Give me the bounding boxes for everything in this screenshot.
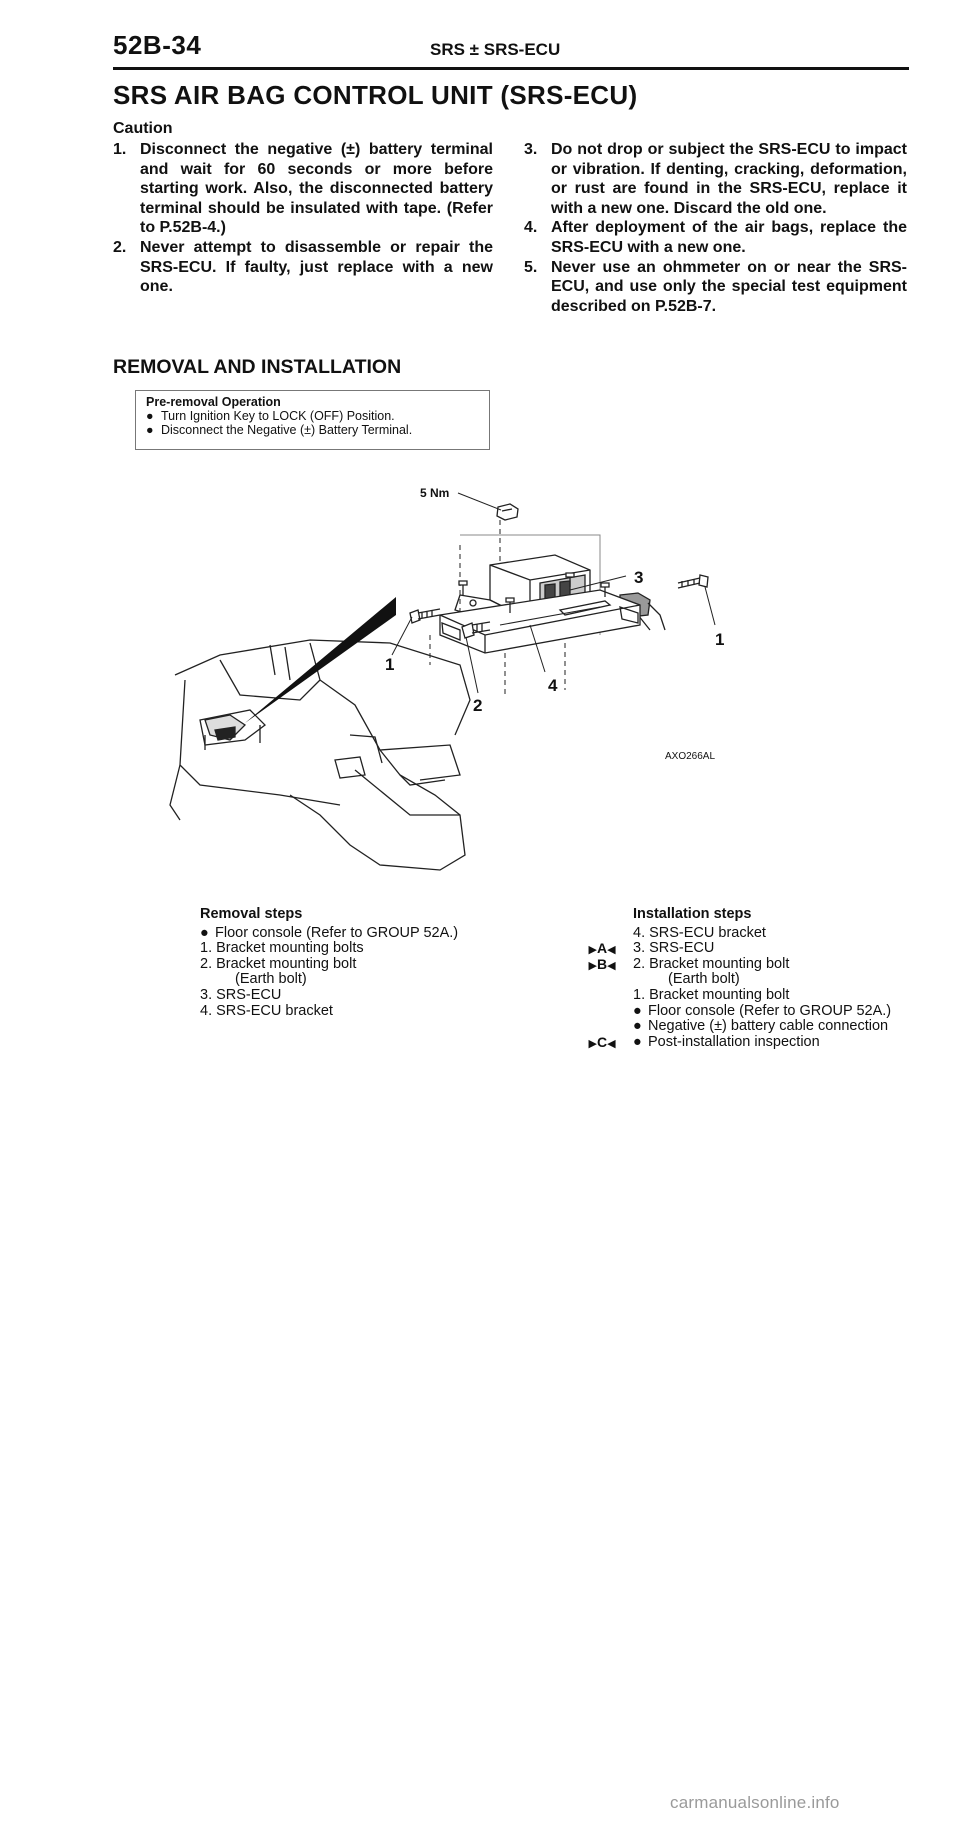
caution-list-left: 1. Disconnect the negative (±) battery t… bbox=[113, 140, 493, 297]
pre-removal-item: ● Turn Ignition Key to LOCK (OFF) Positi… bbox=[146, 409, 479, 423]
page-number: 52B-34 bbox=[113, 30, 202, 60]
bullet-icon: ● bbox=[633, 1018, 642, 1035]
caution-item-text: After deployment of the air bags, replac… bbox=[551, 219, 907, 256]
pre-removal-box: Pre-removal Operation ● Turn Ignition Ke… bbox=[135, 390, 490, 450]
pre-removal-title: Pre-removal Operation bbox=[146, 395, 281, 409]
step-text: 2. Bracket mounting bolt bbox=[633, 955, 790, 972]
pre-removal-item: ● Disconnect the Negative (±) Battery Te… bbox=[146, 423, 479, 437]
floor-console-illustration bbox=[169, 639, 471, 871]
caution-item-text: Never attempt to disassemble or repair t… bbox=[140, 238, 493, 296]
step-item: 4. SRS-ECU bracket bbox=[200, 1002, 500, 1020]
caution-item-number: 5. bbox=[524, 258, 538, 276]
caution-item-number: 1. bbox=[113, 141, 127, 158]
triangle-right-icon: ▶ bbox=[588, 1037, 597, 1050]
installation-steps: Installation steps 4. SRS-ECU bracket ▶A… bbox=[588, 906, 933, 1051]
caution-item: 1. Disconnect the negative (±) battery t… bbox=[113, 140, 493, 238]
page-title: SRS AIR BAG CONTROL UNIT (SRS-ECU) bbox=[113, 80, 638, 110]
triangle-left-icon: ◀ bbox=[607, 944, 616, 957]
callout-label: 1 bbox=[385, 655, 394, 674]
nut-icon bbox=[496, 503, 519, 521]
torque-label: 5 Nm bbox=[420, 486, 449, 500]
bolt-icon bbox=[458, 572, 610, 613]
caution-label: Caution bbox=[113, 120, 173, 137]
watermark: carmanualsonline.info bbox=[670, 1793, 840, 1812]
step-item: ● Floor console (Refer to GROUP 52A.) bbox=[633, 1002, 933, 1020]
callout-label: 4 bbox=[548, 676, 558, 695]
step-item: ▶C◀ ● Post-installation inspection bbox=[588, 1033, 933, 1051]
step-item: 3. SRS-ECU bbox=[200, 986, 500, 1004]
caution-item-number: 2. bbox=[113, 238, 127, 256]
caution-item: 2. Never attempt to disassemble or repai… bbox=[113, 238, 493, 297]
bullet-icon: ● bbox=[146, 409, 154, 423]
step-item: ● Floor console (Refer to GROUP 52A.) bbox=[200, 924, 500, 942]
triangle-left-icon: ◀ bbox=[607, 1037, 616, 1050]
step-text: 4. SRS-ECU bracket bbox=[200, 1002, 333, 1019]
step-text: 1. Bracket mounting bolt bbox=[633, 986, 790, 1003]
caution-item-text: Do not drop or subject the SRS-ECU to im… bbox=[551, 141, 907, 217]
header-divider bbox=[113, 67, 909, 70]
caution-item-number: 3. bbox=[524, 141, 538, 158]
srs-ecu-bracket bbox=[439, 589, 641, 654]
step-text: (Earth bolt) bbox=[235, 971, 307, 988]
figure-code: AXO266AL bbox=[665, 751, 715, 762]
bolt-icon bbox=[409, 608, 441, 624]
caution-item: 4. After deployment of the air bags, rep… bbox=[524, 218, 907, 257]
callout-label: 2 bbox=[473, 696, 482, 715]
step-text: (Earth bolt) bbox=[668, 971, 740, 988]
leader-lines bbox=[391, 492, 716, 694]
step-text: Floor console (Refer to GROUP 52A.) bbox=[215, 924, 459, 941]
location-pointer bbox=[245, 597, 396, 723]
section-heading: REMOVAL AND INSTALLATION bbox=[113, 356, 402, 378]
pre-removal-item-text: Turn Ignition Key to LOCK (OFF) Position… bbox=[161, 409, 395, 423]
procedure-mark: ▶C◀ bbox=[588, 1033, 616, 1050]
callout-label: 1 bbox=[715, 630, 724, 649]
callout-label: 3 bbox=[634, 568, 643, 587]
step-text: 3. SRS-ECU bbox=[200, 986, 282, 1003]
step-text: 1. Bracket mounting bolts bbox=[200, 940, 364, 957]
step-item: ▶A◀ 3. SRS-ECU bbox=[588, 940, 933, 957]
bolt-icon bbox=[677, 574, 709, 589]
step-text: Post-installation inspection bbox=[648, 1033, 820, 1050]
step-item: (Earth bolt) bbox=[633, 972, 933, 988]
step-text: 3. SRS-ECU bbox=[633, 940, 715, 957]
step-item: (Earth bolt) bbox=[200, 972, 500, 988]
caution-item-text: Never use an ohmmeter on or near the SRS… bbox=[551, 258, 907, 315]
bullet-icon: ● bbox=[633, 1002, 642, 1019]
caution-item-text: Disconnect the negative (±) battery term… bbox=[140, 141, 493, 237]
step-item: ● Negative (±) battery cable connection bbox=[633, 1019, 933, 1035]
step-item: 2. Bracket mounting bolt bbox=[200, 955, 500, 973]
bolt-icon bbox=[461, 621, 491, 639]
step-text: 2. Bracket mounting bolt bbox=[200, 955, 357, 972]
triangle-right-icon: ▶ bbox=[588, 959, 597, 972]
step-item: ▶B◀ 2. Bracket mounting bolt bbox=[588, 955, 933, 973]
bullet-icon: ● bbox=[146, 423, 154, 437]
srs-ecu-diagram: 5 Nm 3 1 1 2 4 AXO266AL bbox=[169, 486, 724, 871]
removal-steps: Removal steps ● Floor console (Refer to G… bbox=[200, 906, 500, 1020]
installation-steps-title: Installation steps bbox=[633, 906, 752, 922]
triangle-left-icon: ◀ bbox=[607, 959, 616, 972]
step-text: Negative (±) battery cable connection bbox=[648, 1018, 889, 1035]
step-item: 1. Bracket mounting bolts bbox=[200, 941, 500, 957]
caution-list-right: 3. Do not drop or subject the SRS-ECU to… bbox=[524, 140, 907, 316]
bullet-icon: ● bbox=[633, 1033, 642, 1050]
triangle-right-icon: ▶ bbox=[588, 944, 597, 957]
caution-item-number: 4. bbox=[524, 219, 538, 237]
step-item: 4. SRS-ECU bracket bbox=[633, 924, 933, 942]
step-text: 4. SRS-ECU bracket bbox=[633, 924, 766, 941]
procedure-mark: ▶A◀ bbox=[588, 940, 616, 957]
bullet-icon: ● bbox=[200, 924, 209, 941]
caution-item: 3. Do not drop or subject the SRS-ECU to… bbox=[524, 140, 907, 218]
step-text: Floor console (Refer to GROUP 52A.) bbox=[648, 1002, 892, 1019]
procedure-mark: ▶B◀ bbox=[588, 955, 616, 972]
removal-steps-title: Removal steps bbox=[200, 906, 303, 922]
caution-item: 5. Never use an ohmmeter on or near the … bbox=[524, 258, 907, 317]
pre-removal-item-text: Disconnect the Negative (±) Battery Term… bbox=[161, 423, 413, 437]
step-item: 1. Bracket mounting bolt bbox=[633, 986, 933, 1004]
section-header: SRS ± SRS-ECU bbox=[430, 40, 561, 59]
